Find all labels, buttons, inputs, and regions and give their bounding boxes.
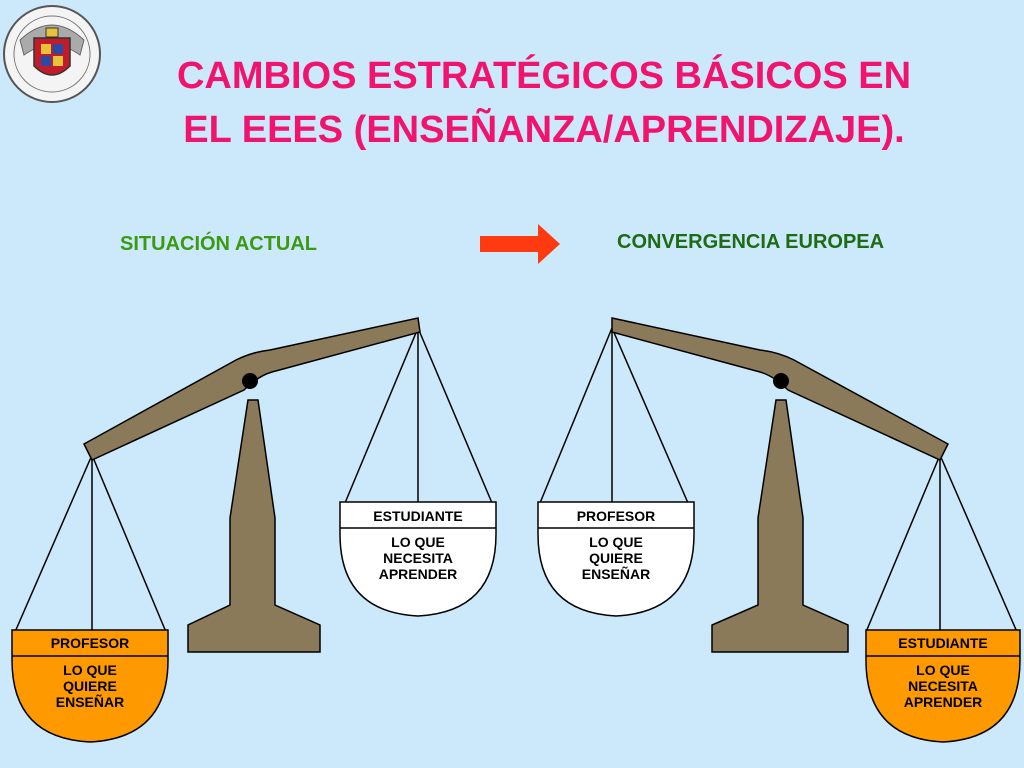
- right-heavy-pan: [865, 629, 1021, 743]
- right-light-strings: [539, 327, 689, 504]
- right-heavy-pan-label: ESTUDIANTE: [898, 635, 988, 651]
- right-arrow-icon: [480, 224, 560, 264]
- left-pivot: [242, 373, 258, 389]
- right-heavy-pan-text: LO QUE NECESITA APRENDER: [866, 662, 1020, 710]
- right-light-pan-text: LO QUE QUIERE ENSEÑAR: [538, 534, 694, 582]
- page-title-line-1: CAMBIOS ESTRATÉGICOS BÁSICOS EN: [176, 55, 912, 97]
- pan-line: QUIERE: [63, 678, 117, 694]
- page-title-line-2: EL EEES (ENSEÑANZA/APRENDIZAJE).: [183, 109, 905, 151]
- left-heavy-pan-label: PROFESOR: [50, 635, 130, 651]
- pan-line: NECESITA: [383, 550, 453, 566]
- pan-line: ENSEÑAR: [55, 694, 125, 710]
- pan-line: ENSEÑAR: [581, 566, 651, 582]
- left-heading: SITUACIÓN ACTUAL: [120, 233, 318, 255]
- left-heavy-strings: [14, 454, 167, 633]
- right-scale: [537, 317, 1021, 743]
- left-scale-stand: [187, 399, 321, 653]
- pan-line: LO QUE: [391, 534, 445, 550]
- pan-line: LO QUE: [589, 534, 643, 550]
- pan-line: LO QUE: [63, 662, 117, 678]
- pan-line: QUIERE: [589, 550, 643, 566]
- pan-line: LO QUE: [916, 662, 970, 678]
- right-scale-beam: [611, 317, 949, 461]
- pan-line: NECESITA: [908, 678, 978, 694]
- left-light-pan-label: ESTUDIANTE: [373, 508, 463, 524]
- left-heavy-pan: [11, 629, 169, 743]
- left-heavy-pan-text: LO QUE QUIERE ENSEÑAR: [12, 662, 168, 710]
- right-heading: CONVERGENCIA EUROPEA: [617, 231, 885, 253]
- left-light-strings: [344, 327, 493, 504]
- right-light-pan-label: PROFESOR: [576, 508, 656, 524]
- pan-line: APRENDER: [378, 566, 458, 582]
- right-pivot: [773, 373, 789, 389]
- university-seal-icon: [3, 5, 101, 103]
- left-scale: [11, 317, 497, 743]
- right-scale-stand: [711, 399, 849, 653]
- pan-line: APRENDER: [903, 694, 983, 710]
- left-light-pan-text: LO QUE NECESITA APRENDER: [340, 534, 496, 582]
- right-light-pan: [537, 501, 695, 617]
- left-light-pan: [339, 501, 497, 617]
- right-heavy-strings: [865, 454, 1018, 633]
